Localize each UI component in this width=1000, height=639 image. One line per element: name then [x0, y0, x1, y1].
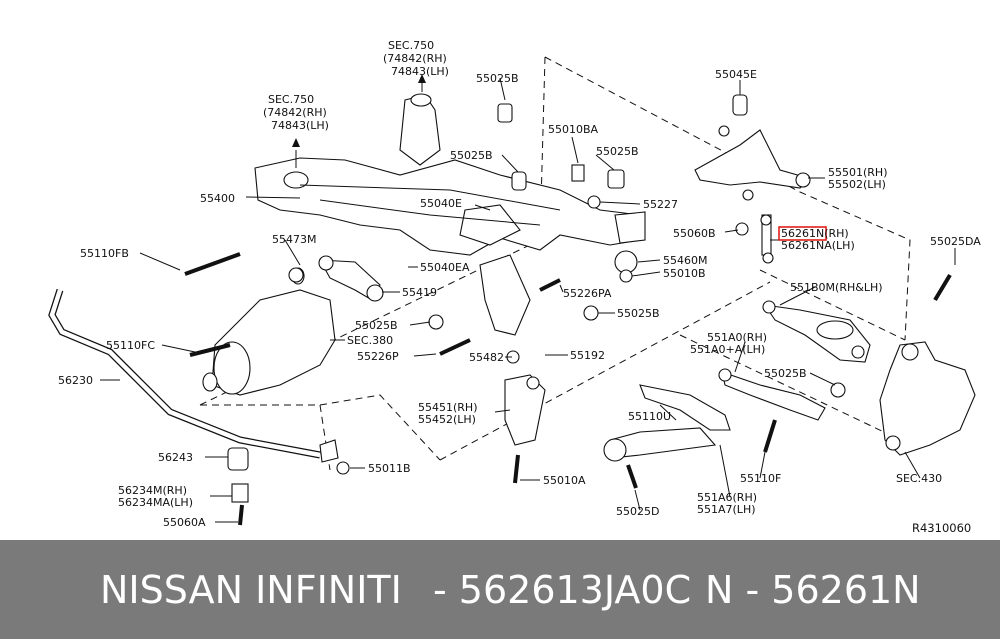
label-55451: 55451(RH)	[418, 401, 478, 414]
mounting-bracket	[479, 254, 546, 446]
label-74843-top: 74843(LH)	[391, 65, 449, 78]
label-56234M: 56234M(RH)	[118, 484, 187, 497]
label-sec380: SEC.380	[347, 334, 393, 347]
part-number-text: - 562613JA0C	[433, 567, 692, 612]
label-55011B: 55011B	[368, 462, 411, 475]
label-55110U: 55110U	[628, 410, 671, 423]
label-55025B-a: 55025B	[476, 72, 519, 85]
parts-diagram: SEC.750 (74842(RH) 74843(LH) SEC.750 (74…	[48, 39, 981, 535]
label-55010BA: 55010BA	[548, 123, 599, 136]
label-55025B-d: 55025B	[617, 307, 660, 320]
label-sec750-left: SEC.750	[268, 93, 314, 106]
stabilizer-connecting-rod	[760, 214, 774, 264]
label-sec430: SEC.430	[896, 472, 942, 485]
label-55025DA: 55025DA	[930, 235, 981, 248]
label-55452: 55452(LH)	[418, 413, 476, 426]
diagram-reference-text: N - 56261N	[705, 567, 921, 612]
label-56243: 56243	[158, 451, 193, 464]
label-55025D: 55025D	[616, 505, 659, 518]
label-sec750-top: SEC.750	[388, 39, 434, 52]
fasteners	[184, 103, 952, 526]
label-551A6: 551A6(RH)	[697, 491, 757, 504]
label-55110FB: 55110FB	[80, 247, 129, 260]
label-55010B: 55010B	[663, 267, 706, 280]
lower-link	[762, 300, 871, 363]
label-55010A: 55010A	[543, 474, 586, 487]
label-55040EA: 55040EA	[420, 261, 470, 274]
label-55025B-f: 55025B	[764, 367, 807, 380]
label-55482: 55482	[469, 351, 504, 364]
label-55460M: 55460M	[663, 254, 707, 267]
direction-arrows	[292, 74, 426, 147]
label-74843-left: 74843(LH)	[271, 119, 329, 132]
label-74842-top: (74842(RH)	[383, 52, 447, 65]
part-labels: SEC.750 (74842(RH) 74843(LH) SEC.750 (74…	[58, 39, 981, 535]
label-55192: 55192	[570, 349, 605, 362]
brand-text: NISSAN INFINITI	[100, 567, 402, 612]
label-55226P: 55226P	[357, 350, 399, 363]
label-55473M: 55473M	[272, 233, 316, 246]
label-55025B-e: 55025B	[355, 319, 398, 332]
figure-reference: R4310060	[912, 521, 971, 535]
label-56230: 56230	[58, 374, 93, 387]
label-55400: 55400	[200, 192, 235, 205]
stabilizer-bar	[48, 288, 339, 503]
label-55045E: 55045E	[715, 68, 757, 81]
label-55060B: 55060B	[673, 227, 716, 240]
label-551A0A: 551A0+A(LH)	[690, 343, 765, 356]
label-55226PA: 55226PA	[563, 287, 612, 300]
label-55110F: 55110F	[740, 472, 781, 485]
knuckle	[879, 341, 976, 456]
differential	[202, 255, 384, 396]
subframe	[254, 93, 646, 256]
label-551B0M: 551B0M(RH&LH)	[790, 281, 883, 294]
part-number-banner: NISSAN INFINITI - 562613JA0C N - 56261N	[0, 540, 1000, 639]
label-55227: 55227	[643, 198, 678, 211]
label-55025B-b: 55025B	[596, 145, 639, 158]
upper-link	[694, 94, 811, 201]
label-55040E: 55040E	[420, 197, 462, 210]
label-56234MA: 56234MA(LH)	[118, 496, 193, 509]
label-551A0: 551A0(RH)	[707, 331, 767, 344]
label-55419: 55419	[402, 286, 437, 299]
label-56261N: 56261N(RH)	[781, 227, 849, 240]
label-55502: 55502(LH)	[828, 178, 886, 191]
adjusting-link	[603, 384, 731, 462]
label-55110FC: 55110FC	[106, 339, 155, 352]
label-74842-left: (74842(RH)	[263, 106, 327, 119]
leader-lines	[100, 77, 956, 523]
label-55025B-c: 55025B	[450, 149, 493, 162]
label-551A7: 551A7(LH)	[697, 503, 756, 516]
radius-rod	[718, 368, 846, 421]
label-55060A: 55060A	[163, 516, 206, 529]
label-56261NA: 56261NA(LH)	[781, 239, 855, 252]
highlight-box	[778, 226, 827, 241]
label-55501: 55501(RH)	[828, 166, 888, 179]
